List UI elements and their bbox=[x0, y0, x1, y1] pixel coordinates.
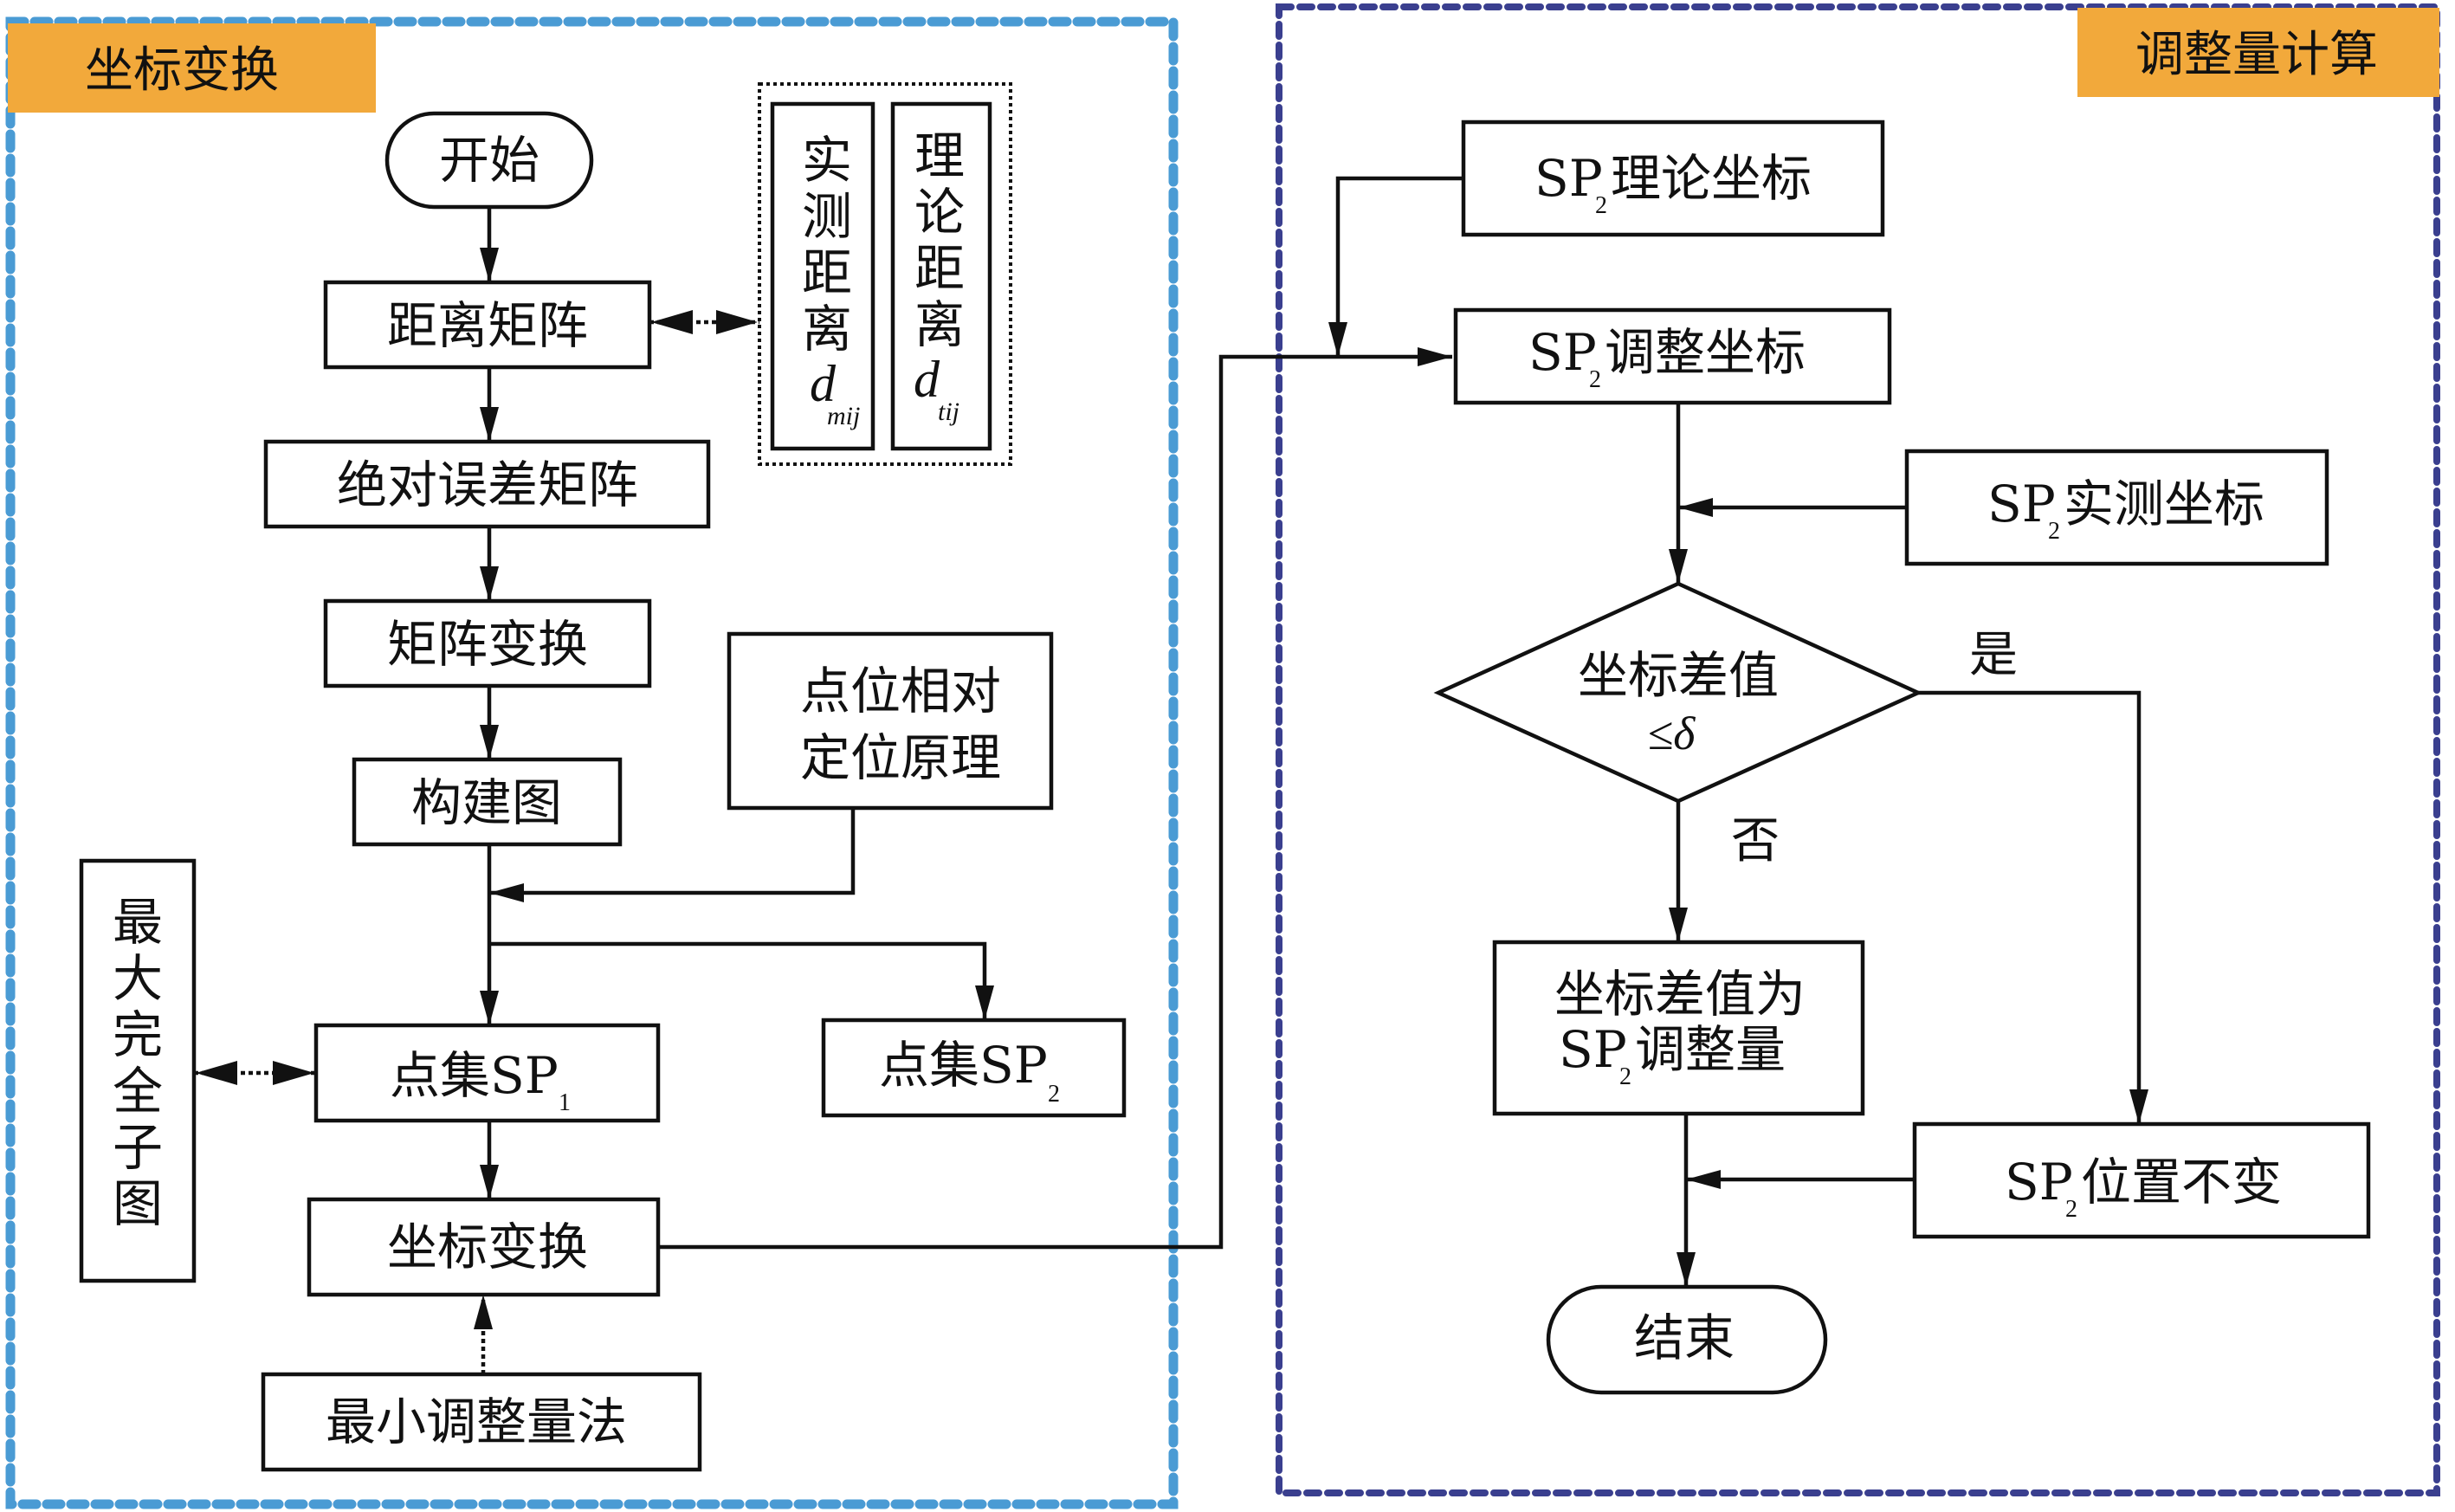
point-set-sp2-box bbox=[821, 1018, 1127, 1118]
abs-error-matrix-label: 绝对误差矩阵 bbox=[337, 456, 638, 514]
svg-text:最: 最 bbox=[113, 893, 163, 952]
arrow-yes-branch bbox=[1918, 690, 2148, 1124]
svg-text:图: 图 bbox=[113, 1174, 163, 1233]
svg-text:实测坐标: 实测坐标 bbox=[2064, 475, 2264, 533]
svg-text:SP: SP bbox=[2005, 1153, 2073, 1212]
theoretical-distance-box bbox=[890, 101, 992, 451]
svg-text:2: 2 bbox=[2065, 1196, 2077, 1223]
coord-transform-label: 坐标变换 bbox=[387, 1218, 588, 1276]
arrow-relative-positioning-to-flow bbox=[489, 808, 856, 902]
sp2-measured-box bbox=[1904, 449, 2329, 566]
sp2-measured-label: SP 2 实测坐标 bbox=[1987, 475, 2264, 545]
point-set-sp1-box bbox=[313, 1023, 661, 1123]
decision-line1: 坐标差值 bbox=[1578, 646, 1779, 705]
svg-text:离: 离 bbox=[802, 300, 852, 359]
coord-transform-box bbox=[307, 1197, 661, 1297]
adjustment-calc-section bbox=[1276, 3, 2440, 1496]
min-adjustment-box bbox=[261, 1372, 702, 1472]
decision-line2: ≤δ bbox=[1648, 708, 1696, 759]
diff-as-adjust-line1: 坐标差值为 bbox=[1554, 965, 1806, 1024]
sp2-unchanged-box bbox=[1912, 1121, 2371, 1239]
distance-matrix-box bbox=[323, 280, 652, 370]
svg-text:理论坐标: 理论坐标 bbox=[1611, 149, 1812, 208]
min-adjustment-label: 最小调整量法 bbox=[326, 1392, 627, 1451]
sp2-theoretical-box bbox=[1461, 120, 1885, 237]
svg-text:SP: SP bbox=[1559, 1020, 1627, 1079]
svg-text:1: 1 bbox=[559, 1089, 571, 1116]
svg-text:点集SP: 点集SP bbox=[879, 1036, 1048, 1095]
matrix-transform-label: 矩阵变换 bbox=[387, 615, 588, 674]
build-graph-box bbox=[352, 757, 623, 847]
measured-distance-label: 实 测 距 离 d mij bbox=[802, 131, 860, 430]
svg-text:2: 2 bbox=[1619, 1063, 1631, 1090]
max-clique-box bbox=[79, 858, 197, 1283]
sp2-theoretical-label: SP 2 理论坐标 bbox=[1534, 149, 1812, 219]
point-set-sp1-label: 点集SP 1 bbox=[390, 1046, 571, 1116]
end-label: 结束 bbox=[1634, 1308, 1735, 1367]
svg-text:全: 全 bbox=[113, 1062, 163, 1121]
relative-positioning-line1: 点位相对 bbox=[800, 662, 1001, 720]
right-section-title-bg bbox=[2077, 8, 2439, 97]
sp2-adjusted-box bbox=[1453, 307, 1892, 405]
svg-text:大: 大 bbox=[113, 949, 163, 1008]
diff-as-adjust-line2: SP 2 调整量 bbox=[1559, 1020, 1786, 1090]
svg-text:测: 测 bbox=[802, 187, 852, 246]
max-clique-label: 最 大 完 全 子 图 bbox=[113, 893, 163, 1233]
svg-text:调整坐标: 调整坐标 bbox=[1605, 323, 1806, 382]
left-section-title: 坐标变换 bbox=[85, 42, 279, 99]
yes-label: 是 bbox=[1969, 627, 2018, 683]
arrow-to-point-set-sp2 bbox=[489, 941, 994, 1020]
svg-text:调整量: 调整量 bbox=[1635, 1020, 1786, 1079]
svg-text:d: d bbox=[914, 351, 940, 408]
svg-text:距: 距 bbox=[802, 243, 852, 302]
svg-text:2: 2 bbox=[1595, 192, 1607, 219]
svg-text:论: 论 bbox=[914, 183, 965, 242]
svg-text:d: d bbox=[810, 355, 837, 412]
left-section-title-bg bbox=[8, 23, 376, 113]
distance-matrix-label: 距离矩阵 bbox=[387, 296, 588, 355]
abs-error-matrix-box bbox=[263, 439, 711, 529]
start-label: 开始 bbox=[439, 131, 539, 190]
svg-text:2: 2 bbox=[1048, 1081, 1060, 1108]
svg-text:tij: tij bbox=[938, 397, 959, 426]
svg-text:点集SP: 点集SP bbox=[390, 1046, 559, 1105]
svg-text:SP: SP bbox=[1987, 475, 2056, 533]
svg-text:2: 2 bbox=[2048, 518, 2060, 545]
relative-positioning-box bbox=[727, 631, 1054, 811]
svg-text:距: 距 bbox=[914, 239, 965, 298]
theoretical-distance-label: 理 论 距 离 d tij bbox=[914, 126, 965, 426]
svg-text:理: 理 bbox=[914, 126, 965, 185]
build-graph-label: 构建图 bbox=[411, 773, 562, 832]
svg-text:SP: SP bbox=[1528, 323, 1597, 382]
svg-text:子: 子 bbox=[113, 1118, 163, 1177]
no-label: 否 bbox=[1731, 813, 1780, 869]
arrow-theoretical-to-adjusted bbox=[1328, 176, 1463, 357]
right-section-title: 调整量计算 bbox=[2135, 27, 2378, 83]
svg-text:离: 离 bbox=[914, 295, 965, 354]
point-set-sp2-label: 点集SP 2 bbox=[879, 1036, 1060, 1108]
sp2-unchanged-label: SP 2 位置不变 bbox=[2005, 1153, 2282, 1223]
sp2-adjusted-label: SP 2 调整坐标 bbox=[1528, 323, 1806, 393]
svg-text:mij: mij bbox=[827, 402, 860, 430]
coordinate-transform-section bbox=[5, 16, 1179, 1509]
svg-text:2: 2 bbox=[1589, 366, 1601, 393]
svg-text:位置不变: 位置不变 bbox=[2081, 1153, 2282, 1212]
measured-distance-box bbox=[770, 101, 875, 451]
relative-positioning-line2: 定位原理 bbox=[800, 728, 1001, 787]
svg-text:实: 实 bbox=[802, 131, 852, 190]
svg-text:SP: SP bbox=[1534, 149, 1603, 208]
svg-text:完: 完 bbox=[113, 1005, 163, 1064]
